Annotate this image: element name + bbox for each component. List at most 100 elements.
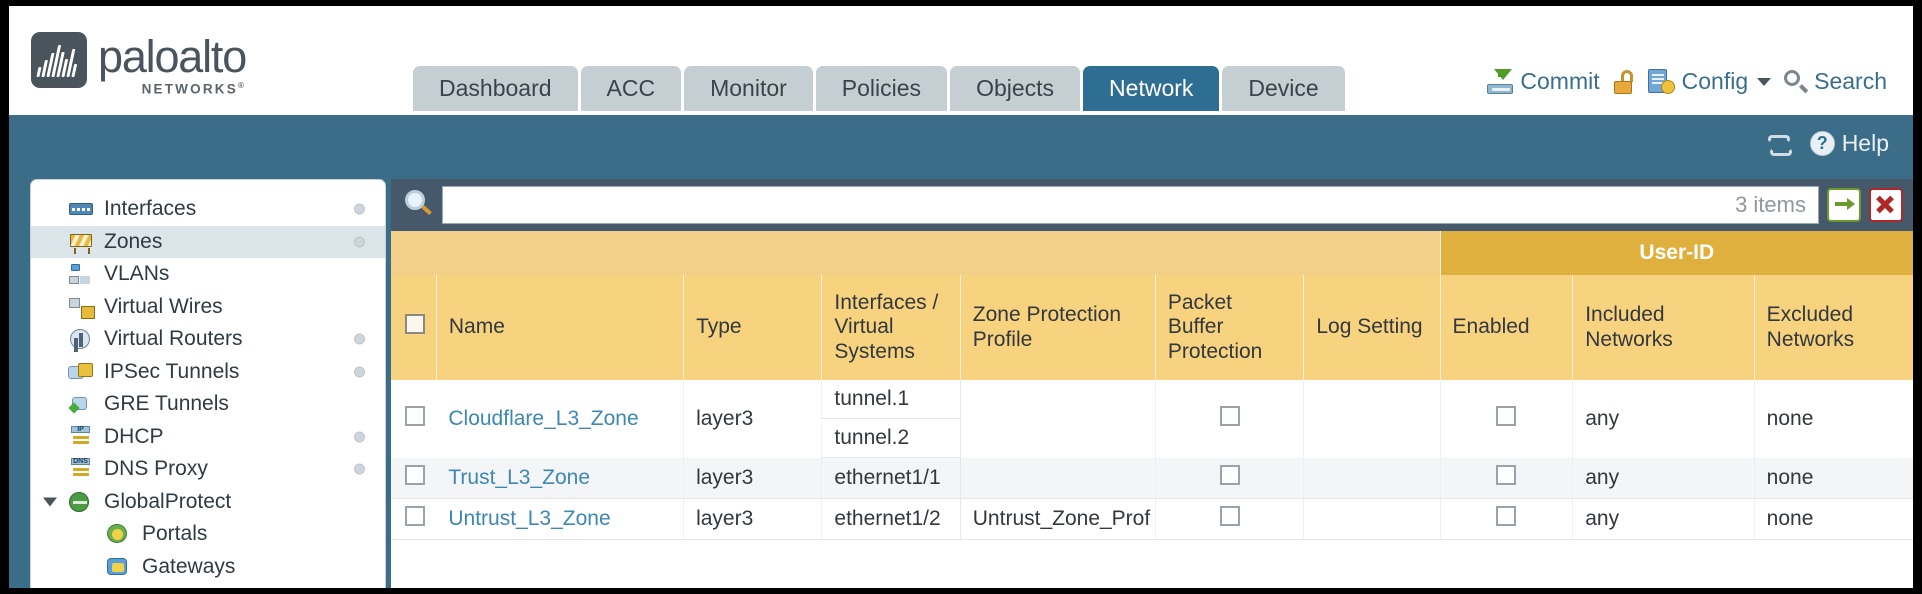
tab-dashboard[interactable]: Dashboard — [413, 66, 578, 111]
ipsec-tunnels-icon — [68, 361, 95, 383]
cell-included-networks: any — [1572, 457, 1755, 499]
sidebar-item-gateways[interactable]: Gateways — [31, 551, 385, 584]
brand-tagline: NETWORKS® — [141, 81, 247, 97]
tab-network[interactable]: Network — [1083, 66, 1220, 111]
enabled-checkbox[interactable] — [1496, 405, 1517, 426]
cell-name: Untrust_L3_Zone — [436, 498, 685, 540]
row-checkbox[interactable] — [405, 505, 425, 526]
row-select-cell — [391, 498, 437, 540]
commit-label: Commit — [1520, 68, 1600, 94]
sidebar-item-label: DNS Proxy — [104, 457, 208, 481]
config-icon — [1647, 69, 1675, 94]
column-header-packet-buffer-protection[interactable]: Packet Buffer Protection — [1155, 275, 1305, 380]
close-icon[interactable] — [1869, 188, 1903, 222]
help-button[interactable]: ? Help — [1809, 130, 1889, 157]
table-row-continuation[interactable]: tunnel.2 — [391, 418, 1913, 458]
lock-button[interactable] — [1613, 69, 1635, 94]
zone-link[interactable]: Untrust_L3_Zone — [448, 506, 611, 530]
sidebar-item-dns-proxy[interactable]: DNS DNS Proxy — [31, 453, 385, 486]
packet-buffer-protection-checkbox[interactable] — [1219, 464, 1240, 485]
refresh-icon[interactable] — [1767, 132, 1794, 156]
zones-content-pane: 3 items User-ID Name — [391, 179, 1913, 588]
commit-button[interactable]: Commit — [1487, 68, 1600, 95]
sidebar-item-label: Portals — [142, 522, 208, 546]
table-row[interactable]: Trust_L3_Zone layer3 ethernet1/1 any non… — [391, 457, 1913, 499]
status-dot — [354, 203, 365, 215]
cell-enabled — [1440, 457, 1574, 499]
top-actions: Commit Config Search — [1487, 68, 1887, 95]
sidebar-item-vlans[interactable]: VLANs — [31, 258, 385, 291]
tab-acc[interactable]: ACC — [580, 66, 682, 111]
column-header-zone-protection-profile[interactable]: Zone Protection Profile — [960, 275, 1156, 380]
search-button[interactable]: Search — [1784, 68, 1887, 95]
sidebar-item-virtual-wires[interactable]: Virtual Wires — [31, 291, 385, 324]
row-checkbox[interactable] — [405, 405, 425, 426]
cell-enabled — [1440, 498, 1574, 540]
cell-interface: tunnel.1 — [821, 380, 961, 419]
cell-excluded-networks: none — [1754, 498, 1913, 540]
sidebar-item-interfaces[interactable]: Interfaces — [31, 193, 385, 226]
dhcp-icon: IP — [68, 425, 95, 448]
search-input[interactable]: 3 items — [442, 186, 1819, 224]
sidebar-item-gre-tunnels[interactable]: GRE Tunnels — [31, 388, 385, 421]
row-checkbox[interactable] — [405, 464, 425, 485]
tab-device[interactable]: Device — [1222, 66, 1345, 111]
search-toolbar: 3 items — [391, 179, 1913, 231]
zones-table: User-ID Name Type Interfaces / Virtual S… — [391, 231, 1913, 540]
column-header-name[interactable]: Name — [436, 275, 685, 380]
column-header-interfaces[interactable]: Interfaces / Virtual Systems — [821, 275, 961, 380]
search-icon[interactable] — [403, 189, 435, 221]
cell-name: Trust_L3_Zone — [436, 457, 685, 499]
cell-enabled — [1440, 380, 1574, 458]
cell-interface: tunnel.2 — [821, 418, 961, 458]
sidebar-item-virtual-routers[interactable]: Virtual Routers — [31, 323, 385, 356]
config-label: Config — [1681, 68, 1749, 94]
tab-objects[interactable]: Objects — [950, 66, 1081, 111]
column-header-enabled[interactable]: Enabled — [1440, 275, 1574, 380]
packet-buffer-protection-checkbox[interactable] — [1219, 505, 1240, 526]
sidebar-list: Interfaces Zones VLANs Virtual Wires — [31, 180, 385, 583]
row-select-cell — [391, 457, 437, 499]
sidebar-item-label: GRE Tunnels — [104, 392, 229, 416]
table-group-header-row: User-ID — [391, 231, 1913, 275]
main-nav-tabs: Dashboard ACC Monitor Policies Objects N… — [413, 66, 1348, 111]
sidebar-item-ipsec-tunnels[interactable]: IPSec Tunnels — [31, 356, 385, 389]
enabled-checkbox[interactable] — [1496, 464, 1517, 485]
tab-policies[interactable]: Policies — [815, 66, 948, 111]
column-header-excluded-networks[interactable]: Excluded Networks — [1754, 275, 1913, 380]
zone-link[interactable]: Trust_L3_Zone — [448, 465, 590, 489]
cell-excluded-networks: none — [1766, 406, 1814, 430]
tab-monitor[interactable]: Monitor — [684, 66, 813, 111]
packet-buffer-protection-checkbox[interactable] — [1219, 405, 1240, 426]
group-header-user-id: User-ID — [1440, 231, 1913, 275]
sidebar-item-globalprotect[interactable]: GlobalProtect — [31, 486, 385, 519]
padlock-icon — [1613, 69, 1635, 94]
zone-link[interactable]: Cloudflare_L3_Zone — [448, 406, 639, 430]
table-row[interactable]: Cloudflare_L3_Zone layer3 tunnel.1 any n… — [391, 380, 1913, 458]
sidebar-item-portals[interactable]: Portals — [31, 518, 385, 551]
select-all-checkbox[interactable] — [405, 314, 425, 335]
sidebar-item-label: IPSec Tunnels — [104, 359, 240, 383]
cell-zone-protection-profile — [960, 380, 1156, 458]
dns-proxy-icon: DNS — [68, 458, 95, 480]
sidebar-item-zones[interactable]: Zones — [31, 225, 385, 258]
arrow-right-icon[interactable] — [1827, 188, 1861, 222]
enabled-checkbox[interactable] — [1496, 505, 1517, 526]
virtual-routers-icon — [68, 328, 95, 350]
group-spacer — [391, 231, 1441, 275]
column-header-type[interactable]: Type — [683, 275, 823, 380]
status-dot — [354, 431, 365, 443]
sidebar-item-label: Zones — [104, 229, 163, 253]
interfaces-icon — [68, 198, 95, 220]
config-menu[interactable]: Config — [1647, 68, 1772, 95]
sidebar-item-label: Gateways — [142, 554, 236, 578]
column-header-included-networks[interactable]: Included Networks — [1572, 275, 1755, 380]
sidebar-item-dhcp[interactable]: IP DHCP — [31, 421, 385, 454]
table-row[interactable]: Untrust_L3_Zone layer3 ethernet1/2 Untru… — [391, 498, 1913, 540]
column-header-log-setting[interactable]: Log Setting — [1303, 275, 1441, 380]
sidebar-item-label: DHCP — [104, 424, 164, 448]
search-label: Search — [1814, 68, 1887, 94]
palo-alto-web-interface: paloalto NETWORKS® Dashboard ACC Monitor… — [9, 6, 1913, 588]
sidebar-item-label: GlobalProtect — [104, 489, 232, 513]
chevron-down-icon[interactable] — [43, 497, 57, 507]
